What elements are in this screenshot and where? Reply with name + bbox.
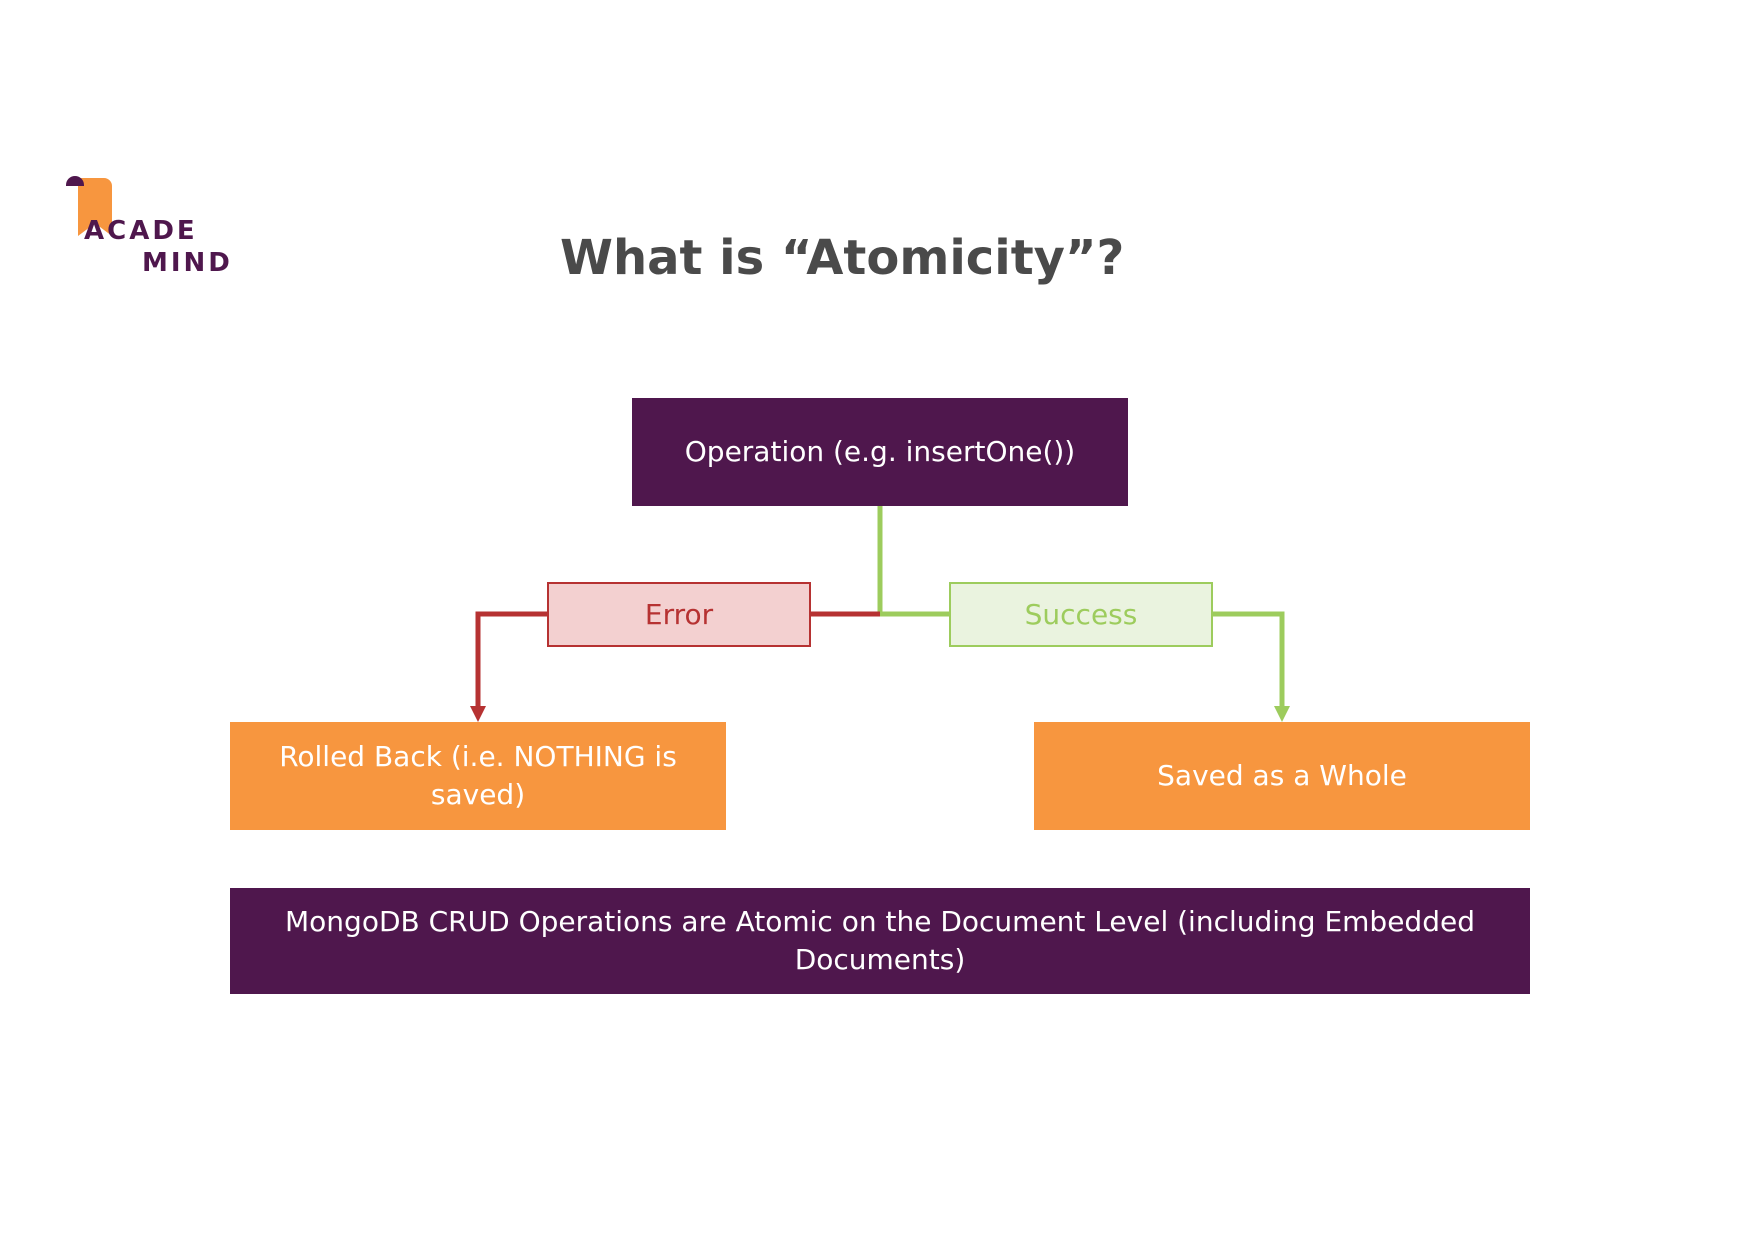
academind-logo: ACADE MIND (64, 176, 244, 286)
logo-text-line2: MIND (142, 248, 233, 278)
connector-success-right (1213, 611, 1285, 712)
rolled-back-box: Rolled Back (i.e. NOTHING is saved) (230, 722, 726, 830)
atomicity-note-box: MongoDB CRUD Operations are Atomic on th… (230, 888, 1530, 994)
connector-error-left (475, 611, 547, 712)
saved-as-whole-box: Saved as a Whole (1034, 722, 1530, 830)
arrowhead-success (1274, 706, 1290, 722)
logo-cap-icon (66, 176, 84, 186)
logo-text-line1: ACADE (84, 216, 198, 246)
page-title: What is “Atomicity”? (560, 230, 1125, 286)
error-label-box: Error (547, 582, 811, 647)
arrowhead-error (470, 706, 486, 722)
success-label-box: Success (949, 582, 1213, 647)
operation-box: Operation (e.g. insertOne()) (632, 398, 1128, 506)
